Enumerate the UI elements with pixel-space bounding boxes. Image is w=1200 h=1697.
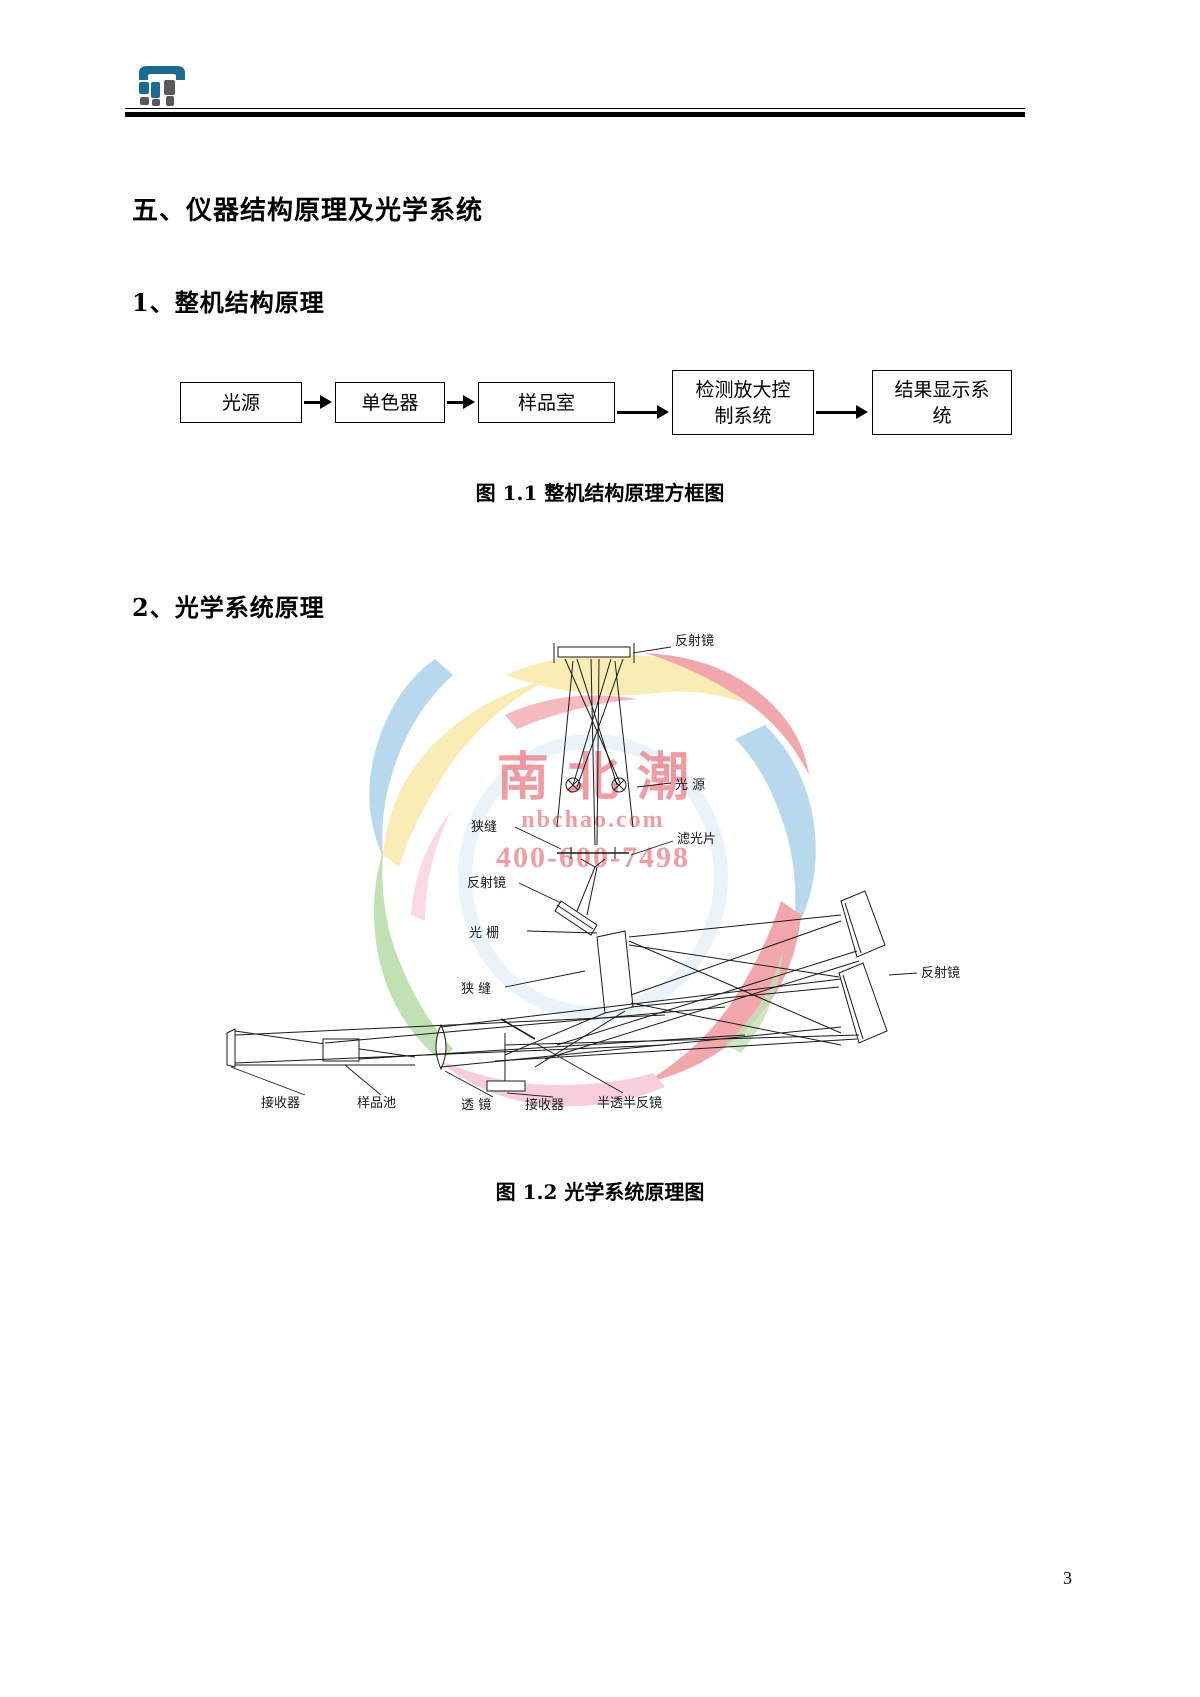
ray-bundle-lower — [494, 950, 860, 1068]
page-header — [125, 55, 1025, 125]
flow-arrow-3 — [617, 405, 669, 419]
watermark-site: nbchao.com — [521, 807, 664, 833]
label-slit-upper: 狭缝 — [471, 820, 497, 835]
label-mirror-top: 反射镜 — [675, 633, 714, 649]
ray-bundle-upper — [556, 658, 634, 846]
watermark-phone: 400-600-7498 — [496, 841, 690, 874]
watermark-splash — [369, 653, 816, 1107]
flow-box-label-line1: 结果显示系 — [894, 378, 990, 401]
filter-element — [557, 847, 629, 868]
light-source-marker — [611, 777, 627, 793]
optical-labels: 反射镜 光 源 狭缝 滤光片 反射镜 光 栅 狭 缝 反射镜 接收器 样品池 透… — [261, 633, 960, 1113]
flow-box-label-line2: 制系统 — [714, 404, 772, 427]
block-diagram: 光源 单色器 样品室 检测放大控 制系统 结果显示系 — [180, 370, 1020, 435]
optical-system-figure: 南 北 潮 nbchao.com 400-600-7498 — [205, 615, 995, 1160]
lens-element — [435, 1023, 447, 1071]
optical-schematic — [226, 643, 888, 1092]
flow-box-label: 光源 — [221, 391, 260, 414]
label-lens: 透 镜 — [461, 1098, 491, 1113]
ray-bundle-train — [234, 978, 842, 1068]
arrow-head — [856, 405, 868, 419]
slit-upper-marker — [565, 777, 581, 793]
page-number: 3 — [1063, 1568, 1072, 1588]
label-detector-left: 接收器 — [261, 1095, 300, 1111]
flow-box-sample-chamber: 样品室 — [478, 382, 615, 423]
flow-box-label: 样品室 — [517, 391, 575, 414]
subsection-heading-one: 1、整机结构原理 — [132, 288, 325, 317]
arrow-shaft — [447, 400, 463, 404]
arrow-shaft — [816, 410, 856, 414]
arrow-head — [657, 405, 669, 419]
header-divider-thick — [125, 112, 1025, 117]
company-logo-icon — [133, 63, 191, 109]
flow-box-light-source: 光源 — [180, 382, 302, 423]
label-leaders — [230, 646, 918, 1098]
subsection-heading-two: 2、光学系统原理 — [132, 593, 325, 622]
flow-box-monochromator: 单色器 — [335, 382, 445, 423]
arrow-shaft — [304, 400, 320, 404]
arrow-shaft — [617, 410, 657, 414]
flow-box-label: 单色器 — [361, 391, 419, 414]
label-filter: 滤光片 — [677, 832, 716, 847]
arrow-head — [320, 395, 332, 409]
flow-arrow-2 — [447, 395, 475, 409]
ray-bundle-right — [628, 914, 842, 1046]
label-light-source: 光 源 — [675, 778, 705, 793]
label-grating: 光 栅 — [469, 926, 499, 941]
label-slit-lower: 狭 缝 — [461, 982, 491, 997]
label-mirror-mid: 反射镜 — [467, 875, 506, 891]
label-beamsplitter: 半透半反镜 — [597, 1096, 662, 1111]
flow-box-label-line1: 检测放大控 — [695, 378, 791, 401]
figure-caption-1-1: 图 1.1 整机结构原理方框图 — [475, 481, 725, 505]
flow-box-detection-amplification-control: 检测放大控 制系统 — [672, 370, 814, 435]
flow-arrow-4 — [816, 405, 868, 419]
detector-cone-left — [226, 1028, 416, 1068]
figure-caption-1-2: 图 1.2 光学系统原理图 — [495, 1180, 705, 1204]
detector-mid-element — [486, 1080, 526, 1092]
header-divider-thin — [125, 108, 1025, 109]
section-heading-five: 五、仪器结构原理及光学系统 — [132, 196, 484, 226]
flow-box-label-line2: 统 — [932, 404, 952, 427]
sample-cell-element — [322, 1038, 360, 1062]
arrow-head — [463, 395, 475, 409]
grating-element — [554, 866, 598, 936]
right-mirror-upper — [840, 890, 886, 958]
label-detector-mid: 接收器 — [525, 1097, 564, 1113]
label-sample-cell: 样品池 — [357, 1096, 396, 1111]
label-mirror-right: 反射镜 — [921, 965, 960, 981]
flow-arrow-1 — [304, 395, 332, 409]
right-mirror-lower — [838, 962, 888, 1044]
flow-box-result-display-system: 结果显示系 统 — [872, 370, 1012, 435]
